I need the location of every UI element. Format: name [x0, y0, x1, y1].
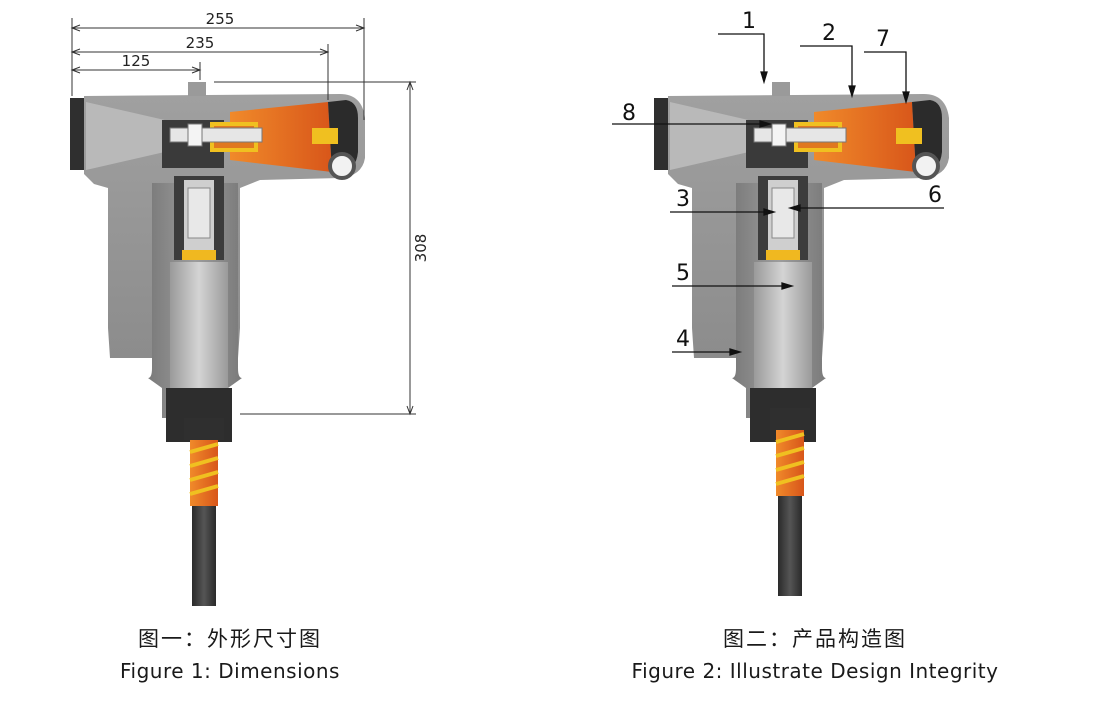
callout-3: 3 — [676, 187, 690, 212]
dimension-lines — [70, 18, 416, 416]
callout-7: 7 — [876, 27, 890, 52]
figure-2-caption: 图二：产品构造图 Figure 2: Illustrate Design Int… — [590, 623, 1040, 683]
callout-8: 8 — [622, 101, 636, 126]
dimension-255-label: 255 — [206, 10, 235, 28]
figure-2-caption-en: Figure 2: Illustrate Design Integrity — [631, 659, 999, 683]
callout-2: 2 — [822, 21, 836, 46]
figure-1-caption-en: Figure 1: Dimensions — [120, 659, 340, 683]
dimension-125-label: 125 — [122, 52, 151, 70]
callout-1: 1 — [742, 9, 756, 34]
callout-5: 5 — [676, 261, 690, 286]
figure-2-caption-cn: 图二：产品构造图 — [723, 627, 907, 651]
dimension-235-label: 235 — [186, 34, 215, 52]
callout-6: 6 — [928, 183, 942, 208]
figure-2-structure: 1 2 7 8 3 6 5 4 — [612, 9, 951, 598]
connector-drawing-2 — [652, 80, 951, 598]
callout-lines — [612, 33, 944, 356]
callout-4: 4 — [676, 327, 690, 352]
figure-1-caption: 图一：外形尺寸图 Figure 1: Dimensions — [60, 623, 400, 683]
connector-drawing-1 — [68, 80, 367, 608]
figure-1-dimensions: 255 235 125 308 — [68, 10, 430, 608]
dimension-308-label: 308 — [412, 234, 430, 263]
figure-1-caption-cn: 图一：外形尺寸图 — [138, 627, 322, 651]
